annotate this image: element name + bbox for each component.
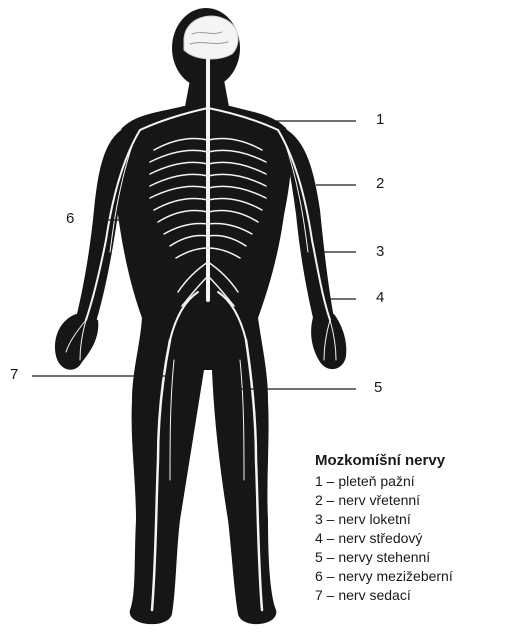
legend-list: 1 – pleteň pažní 2 – nerv vřetenní 3 – n… [315, 472, 515, 605]
callout-number-5: 5 [374, 380, 382, 395]
callout-number-7: 7 [10, 367, 18, 382]
body-silhouette [55, 8, 346, 624]
legend-title: Mozkomíšní nervy [315, 452, 515, 469]
legend-item: 7 – nerv sedací [315, 586, 515, 605]
callout-number-6: 6 [66, 211, 74, 226]
callout-number-2: 2 [376, 176, 384, 191]
legend-item: 2 – nerv vřetenní [315, 491, 515, 510]
legend-item: 4 – nerv středový [315, 529, 515, 548]
brain [184, 16, 238, 59]
legend-item: 3 – nerv loketní [315, 510, 515, 529]
legend: Mozkomíšní nervy 1 – pleteň pažní 2 – ne… [315, 452, 515, 605]
callout-number-4: 4 [376, 290, 384, 305]
callout-number-1: 1 [376, 112, 384, 127]
legend-item: 5 – nervy stehenní [315, 548, 515, 567]
legend-item: 1 – pleteň pažní [315, 472, 515, 491]
callout-number-3: 3 [376, 244, 384, 259]
legend-item: 6 – nervy mezižeberní [315, 567, 515, 586]
